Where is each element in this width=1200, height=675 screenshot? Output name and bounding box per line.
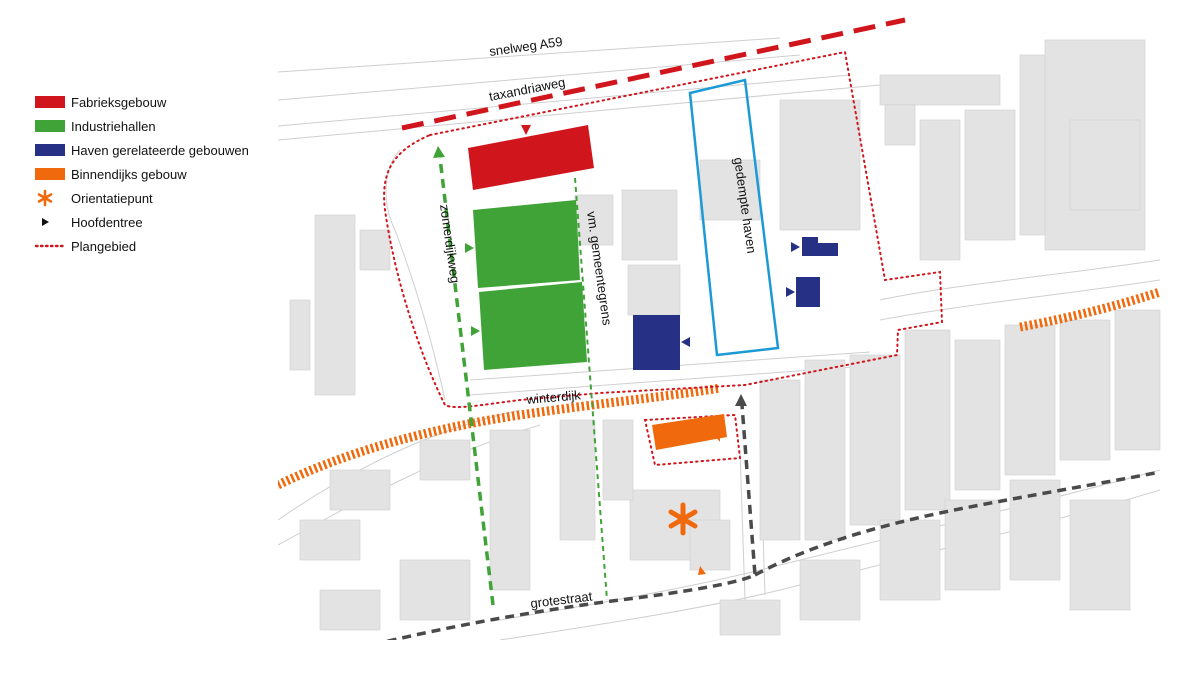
highway-a59-line	[401, 17, 906, 131]
entrance-haven-ne-icon	[791, 242, 800, 252]
gemeentegrens-line	[574, 177, 608, 601]
entrance-haven-east-icon	[786, 287, 795, 297]
entrance-kerk-icon	[698, 566, 706, 575]
binnendijks-gebouw	[652, 414, 727, 450]
route-arrow-north-icon	[433, 146, 445, 158]
legend-item-hoofdentree: Hoofdentree	[35, 210, 275, 234]
legend-label: Orientatiepunt	[71, 190, 153, 206]
legend-label: Plangebied	[71, 238, 137, 254]
plangebied-outline	[383, 50, 944, 409]
grotestraat-route	[314, 404, 757, 662]
asterisk-icon	[35, 188, 65, 208]
zomerdijkweg-route	[438, 157, 495, 606]
legend-item-haven: Haven gerelateerde gebouwen	[35, 138, 275, 162]
legend-swatch-orange	[35, 168, 65, 180]
legend-label: Haven gerelateerde gebouwen	[71, 142, 249, 158]
industriehal-north	[473, 200, 580, 288]
legend-item-industriehallen: Industriehallen	[35, 114, 275, 138]
route-arrow-north-dark-icon	[735, 394, 747, 406]
orientatiepunt-icon	[668, 502, 698, 536]
legend-item-orientatiepunt: Orientatiepunt	[35, 186, 275, 210]
entrance-binnendijks-icon	[712, 432, 720, 442]
label-winterdijk: winterdijk	[525, 387, 582, 407]
surrounding-buildings	[289, 39, 1161, 636]
haven-gebouw-east	[796, 277, 820, 307]
legend-label: Hoofdentree	[71, 214, 143, 230]
entrance-hal-north-icon	[465, 243, 474, 253]
legend-swatch-red	[35, 96, 65, 108]
haven-gebouw-large	[633, 315, 680, 370]
legend-item-plangebied: Plangebied	[35, 234, 275, 258]
legend-swatch-green	[35, 120, 65, 132]
label-grotestraat: grotestraat	[530, 588, 594, 611]
fabrieksgebouw	[468, 125, 594, 190]
plangebied-orange-outline	[643, 413, 742, 467]
legend-item-fabrieksgebouw: Fabrieksgebouw	[35, 90, 275, 114]
label-zomerdijkweg: zomerdijkweg	[437, 203, 463, 284]
industriehal-south	[479, 282, 587, 370]
gedempte-haven-outline	[688, 78, 780, 357]
route-east-line	[754, 470, 1161, 577]
winterdijk-dyke-line	[276, 383, 721, 490]
legend-swatch-navy	[35, 144, 65, 156]
haven-gebouw-ne	[802, 237, 838, 256]
hoofdentree-markers	[465, 125, 800, 575]
entrance-hal-south-icon	[471, 326, 480, 336]
site-map: snelweg A59 taxandriaweg zomerdijkweg vm…	[276, 16, 1200, 662]
entrance-haven-large-icon	[681, 337, 690, 347]
dotted-line-icon	[35, 242, 65, 250]
map-legend: Fabrieksgebouw Industriehallen Haven ger…	[35, 90, 275, 258]
legend-label: Binnendijks gebouw	[71, 166, 187, 182]
legend-item-binnendijks: Binnendijks gebouw	[35, 162, 275, 186]
legend-label: Fabrieksgebouw	[71, 94, 167, 110]
legend-label: Industriehallen	[71, 118, 156, 134]
dyke-east-line	[1019, 287, 1162, 332]
entrance-fabriek-icon	[521, 125, 531, 135]
triangle-right-icon	[35, 215, 65, 229]
